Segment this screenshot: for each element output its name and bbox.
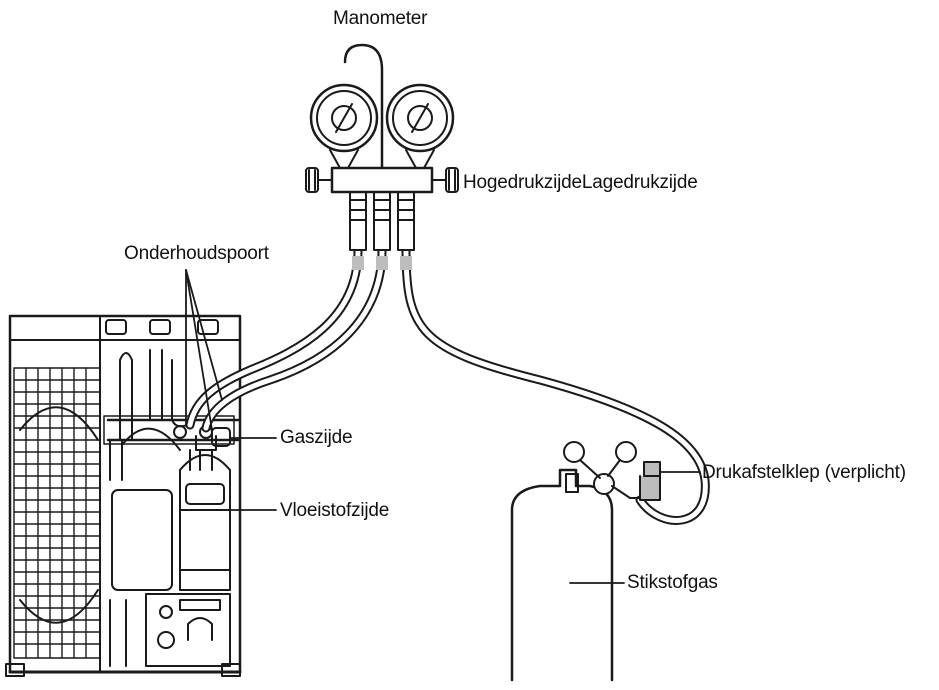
hoses	[185, 189, 710, 525]
leader-lines	[185, 269, 701, 584]
nitrogen-cylinder	[510, 441, 661, 682]
label-pressure-regulator: Drukafstelklep (verplicht)	[702, 462, 906, 483]
label-high-low-pressure-side: HogedrukzijdeLagedrukzijde	[463, 172, 698, 193]
manifold-gauge	[305, 43, 459, 194]
label-gas-side: Gaszijde	[280, 427, 353, 448]
label-nitrogen-gas: Stikstofgas	[627, 572, 718, 593]
label-service-port: Onderhoudspoort	[124, 243, 269, 264]
outdoor-unit	[5, 314, 242, 677]
label-manometer: Manometer	[333, 8, 428, 29]
label-liquid-side: Vloeistofzijde	[280, 500, 390, 521]
fan-grille	[13, 367, 101, 659]
